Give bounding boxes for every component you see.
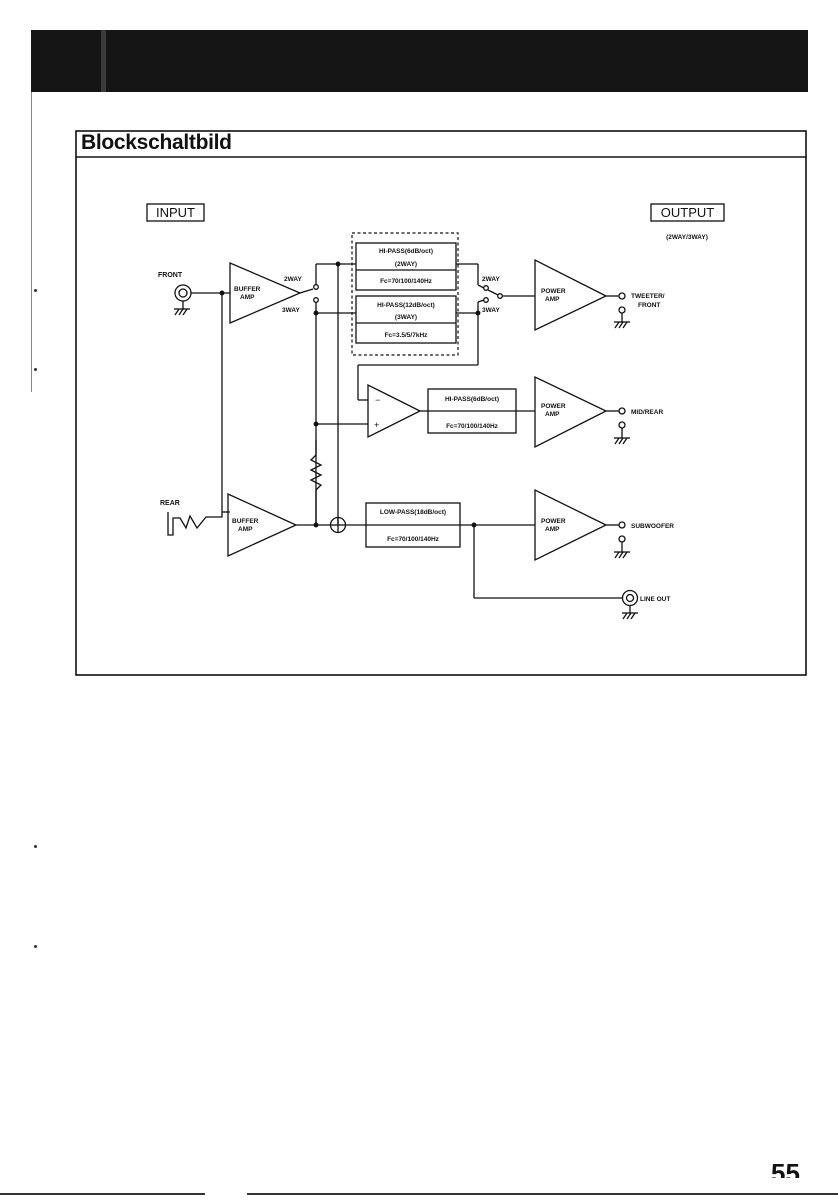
buffer-amp-front-label2: AMP bbox=[240, 294, 255, 301]
resistor-icon bbox=[309, 454, 323, 491]
out-sub-label: SUBWOOFER bbox=[631, 523, 674, 530]
ground-icon bbox=[614, 321, 630, 329]
out-tweeter-label2: FRONT bbox=[638, 302, 660, 309]
output-label: OUTPUT bbox=[661, 205, 715, 220]
hp2-text3: Fc=3.5/5/7kHz bbox=[385, 332, 429, 339]
hp2-text1: HI-PASS(12dB/oct) bbox=[377, 302, 435, 309]
header-bar bbox=[31, 30, 808, 92]
op-amp-plus: + bbox=[374, 420, 379, 430]
bottom-rule bbox=[247, 1193, 838, 1195]
input-label: INPUT bbox=[156, 205, 195, 220]
header-tab-divider bbox=[101, 30, 106, 92]
hp2-text2: (3WAY) bbox=[395, 314, 417, 321]
hp1-text3: Fc=70/100/140Hz bbox=[380, 278, 433, 285]
margin-dot bbox=[34, 368, 37, 371]
terminal-sub-gnd bbox=[618, 535, 626, 543]
switch2-common bbox=[497, 293, 503, 299]
bottom-rule bbox=[0, 1193, 205, 1195]
buffer-amp-front-label: BUFFER bbox=[234, 286, 261, 293]
page-number: 55 bbox=[771, 1158, 800, 1178]
margin-dot bbox=[34, 945, 37, 948]
hi-pass-2way-block bbox=[355, 242, 457, 291]
output-sublabel: (2WAY/3WAY) bbox=[666, 234, 708, 241]
power-amp-2-label: POWER bbox=[541, 403, 566, 410]
hi-pass-group bbox=[351, 232, 459, 356]
switch2-2way-label: 2WAY bbox=[482, 276, 500, 283]
front-rca-jack-icon bbox=[178, 288, 188, 298]
hp3-text2: Fc=70/100/140Hz bbox=[446, 423, 499, 430]
section-title: Blockschaltbild bbox=[81, 131, 232, 154]
hp1-text1: HI-PASS(6dB/oct) bbox=[379, 248, 433, 255]
terminal-mid-gnd bbox=[618, 421, 626, 429]
switch1-contact bbox=[313, 297, 319, 303]
margin-dot bbox=[34, 289, 37, 292]
switch1-blade bbox=[299, 288, 314, 294]
switch1-contact bbox=[313, 284, 319, 290]
power-amp-mid bbox=[534, 375, 608, 449]
terminal-mid bbox=[618, 407, 626, 415]
switch2-3way-label: 3WAY bbox=[482, 307, 500, 314]
terminal-sub bbox=[618, 521, 626, 529]
terminal-tweeter bbox=[618, 292, 626, 300]
buffer-amp-rear-label: BUFFER bbox=[232, 518, 259, 525]
ground-icon bbox=[614, 437, 630, 445]
rear-label: REAR bbox=[160, 500, 180, 507]
terminal-tweeter-gnd bbox=[618, 306, 626, 314]
op-amp bbox=[367, 383, 422, 439]
margin-dot bbox=[34, 845, 37, 848]
out-mid-label: MID/REAR bbox=[631, 409, 663, 416]
lp-text2: Fc=70/100/140Hz bbox=[387, 536, 440, 543]
line-out-jack-icon bbox=[621, 589, 639, 607]
switch2-contact bbox=[483, 285, 489, 291]
power-amp-3-label2: AMP bbox=[545, 526, 560, 533]
power-amp-1-label: POWER bbox=[541, 288, 566, 295]
switch2-blade bbox=[487, 289, 499, 296]
ground-icon bbox=[614, 551, 630, 559]
power-amp-sub bbox=[534, 488, 608, 562]
lp-text1: LOW-PASS(18dB/oct) bbox=[380, 509, 446, 516]
front-rca-jack-icon bbox=[174, 284, 192, 302]
rear-input-connector-icon bbox=[167, 512, 223, 536]
op-amp-minus: − bbox=[375, 395, 380, 405]
out-tweeter-label: TWEETER/ bbox=[631, 293, 665, 300]
output-label-box bbox=[650, 203, 725, 222]
buffer-amp-front bbox=[229, 262, 302, 324]
ground-icon bbox=[174, 308, 190, 316]
left-margin-line bbox=[31, 92, 32, 392]
switch2-contact bbox=[483, 297, 489, 303]
diagram-frame bbox=[75, 130, 807, 676]
hp1-text2: (2WAY) bbox=[395, 261, 417, 268]
buffer-amp-rear bbox=[227, 492, 298, 558]
out-line-label: LINE OUT bbox=[640, 596, 670, 603]
buffer-amp-rear-label2: AMP bbox=[238, 526, 253, 533]
hi-pass-3way-block bbox=[355, 295, 457, 344]
power-amp-1-label2: AMP bbox=[545, 296, 560, 303]
switch1-3way-label: 3WAY bbox=[282, 307, 300, 314]
line-out-jack-icon bbox=[625, 593, 635, 603]
hp3-text1: HI-PASS(6dB/oct) bbox=[445, 396, 499, 403]
front-label: FRONT bbox=[158, 272, 183, 279]
input-label-box bbox=[146, 203, 205, 222]
power-amp-3-label: POWER bbox=[541, 518, 566, 525]
power-amp-tweeter bbox=[534, 258, 608, 332]
ground-icon bbox=[622, 612, 638, 620]
power-amp-2-label2: AMP bbox=[545, 411, 560, 418]
switch1-2way-label: 2WAY bbox=[284, 276, 302, 283]
